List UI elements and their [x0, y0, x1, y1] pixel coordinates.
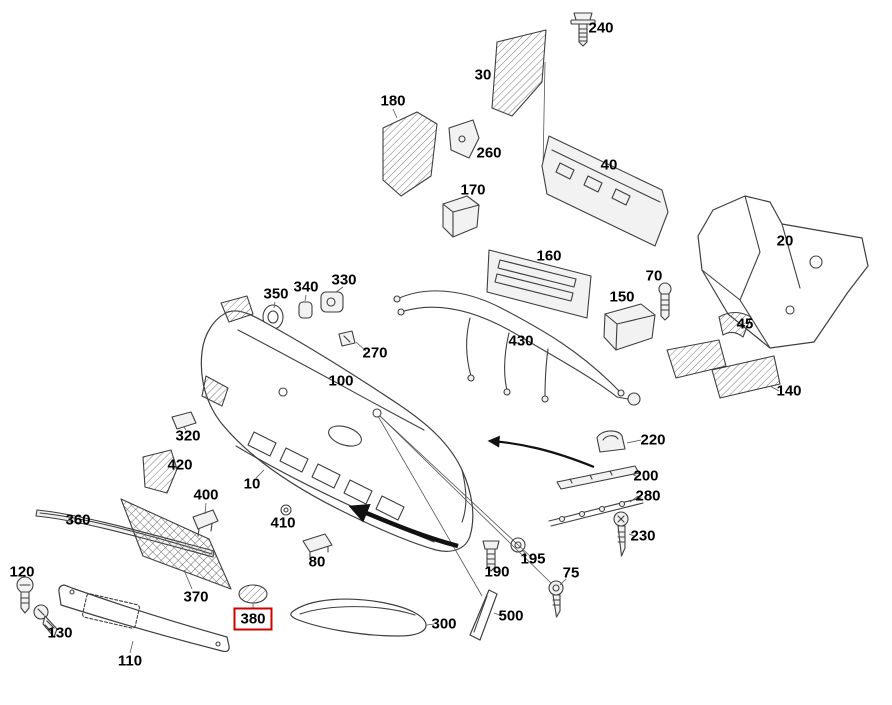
part-400-clip-drawing — [192, 502, 219, 537]
part-40-crossmember-drawing — [541, 135, 669, 247]
part-170-box-drawing — [442, 195, 480, 238]
part-240-bolt-drawing — [570, 12, 596, 47]
part-130-screw-drawing — [33, 604, 58, 638]
part-140-slabs-drawing — [666, 339, 781, 399]
part-20-bracket-drawing — [697, 195, 869, 349]
part-340-cap-drawing — [298, 294, 313, 319]
part-320-clip-drawing — [171, 411, 197, 431]
part-110-filler-panel-drawing — [58, 584, 230, 654]
part-45-wedge-drawing — [718, 311, 752, 338]
attachment-lines — [377, 415, 552, 597]
part-420-bracket-drawing — [142, 449, 178, 494]
part-150-box-drawing — [603, 303, 656, 351]
part-75-screw-drawing — [548, 578, 567, 618]
part-180-panel-drawing — [382, 108, 438, 197]
part-10-bumper-cover-drawing — [200, 295, 474, 552]
pointer-arrows — [348, 435, 595, 549]
part-430-wiring-harness-drawing — [393, 290, 641, 406]
part-230-screw-drawing — [613, 511, 635, 557]
part-190-bolt-drawing — [482, 540, 500, 572]
part-200-strip-drawing — [556, 465, 640, 490]
part-300-molding-drawing — [290, 598, 435, 637]
part-330-sensor-drawing — [320, 286, 344, 313]
part-260-bracket-drawing — [448, 119, 480, 159]
part-270-clip-drawing — [338, 330, 367, 352]
part-70-bolt-drawing — [658, 282, 672, 321]
part-380-oval-grille-drawing — [238, 584, 268, 608]
part-220-clip-drawing — [596, 430, 642, 453]
part-80-bracket-drawing — [302, 533, 333, 558]
part-195-washer-drawing — [510, 537, 528, 557]
part-120-screw-drawing — [16, 576, 34, 614]
part-160-absorber-drawing — [486, 249, 592, 319]
part-30-panel-drawing — [491, 29, 547, 169]
part-410-grommet-drawing — [280, 504, 292, 516]
part-370-mesh-grille-drawing — [120, 498, 232, 590]
part-280-strip-drawing — [548, 495, 644, 527]
part-500-wedge-drawing — [469, 589, 503, 641]
